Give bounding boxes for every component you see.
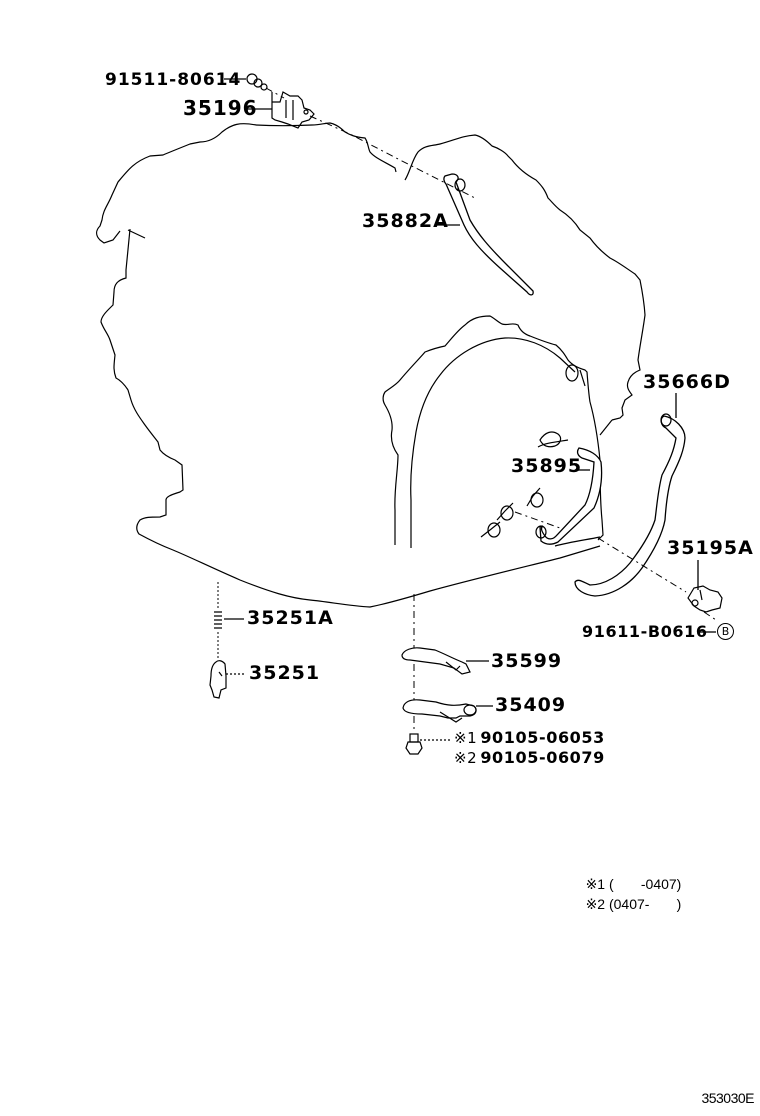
bracket-35195A: [687, 585, 723, 613]
hose-35666D: [574, 413, 686, 597]
part-label-35251A[interactable]: 35251A: [247, 607, 334, 629]
plate-35599: [401, 647, 471, 675]
part-label-35882A[interactable]: 35882A: [362, 210, 449, 232]
pin-35251: [209, 660, 227, 699]
fitting-bosses: [480, 431, 569, 538]
note-text-1: ( -0407): [608, 876, 682, 892]
part-label-35895[interactable]: 35895: [511, 455, 583, 477]
bolt-91511-80614: [246, 73, 268, 91]
bracket-35196: [271, 91, 315, 129]
reference-circle-b: B: [717, 623, 734, 640]
variant-part-number-1: 90105-06053: [480, 728, 605, 747]
variant-mark-1: ※1: [454, 729, 478, 747]
part-label-35666D[interactable]: 35666D: [643, 371, 731, 393]
note-mark-1: ※1: [585, 876, 606, 892]
hose-35882A: [443, 173, 534, 296]
note-2: ※2 (0407- ): [570, 883, 682, 925]
part-label-35409[interactable]: 35409: [495, 694, 567, 716]
bolt-90105: [405, 733, 423, 755]
transmission-case-outline: [96, 122, 646, 608]
hose-35895: [535, 447, 603, 545]
note-mark-2: ※2: [585, 896, 606, 912]
part-label-91611-B0616[interactable]: 91611-B0616: [582, 622, 708, 641]
plate-35409: [402, 699, 477, 723]
note-text-2: (0407- ): [608, 896, 682, 912]
leader-lines: [224, 78, 716, 741]
variant-part-number-2: 90105-06079: [480, 748, 605, 767]
assembly-lines: [217, 87, 717, 732]
bell-housing-flange: [382, 315, 604, 548]
part-label-35196[interactable]: 35196: [183, 96, 258, 120]
note-1: ※1 ( -0407): [570, 863, 682, 905]
part-label-35599[interactable]: 35599: [491, 650, 563, 672]
figure-id: 353030E: [701, 1090, 754, 1106]
variant-mark-2: ※2: [454, 749, 478, 767]
part-label-35251[interactable]: 35251: [249, 662, 321, 684]
spring-35251A: [214, 611, 222, 629]
part-label-35195A[interactable]: 35195A: [667, 537, 754, 559]
oil-pan-edge: [554, 536, 601, 547]
part-label-91511-80614[interactable]: 91511-80614: [105, 70, 242, 90]
